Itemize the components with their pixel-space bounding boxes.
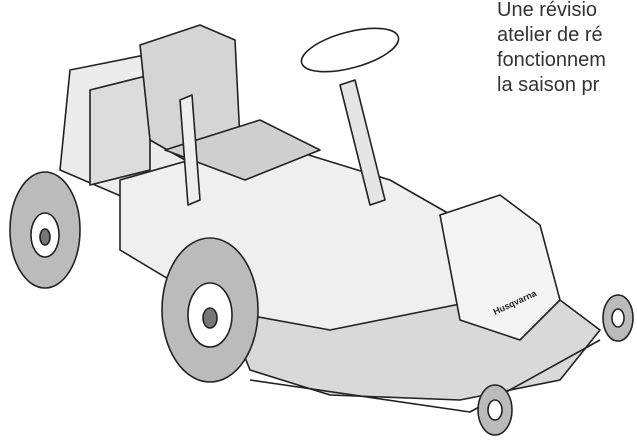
caster-wheel-front <box>477 384 513 436</box>
front-bumper <box>249 339 601 413</box>
front-cowl <box>439 194 561 341</box>
front-wheel <box>161 237 259 383</box>
steering-column <box>339 79 386 206</box>
lever <box>179 94 201 206</box>
steering-wheel <box>300 27 400 73</box>
text-line: Une révisio <box>497 0 598 21</box>
seat-cushion <box>164 119 321 181</box>
body-text: Une révisio atelier de ré fonctionnem la… <box>497 0 606 98</box>
caster-wheel-right <box>602 294 634 342</box>
text-line: atelier de ré <box>497 24 603 46</box>
text-line: fonctionnem <box>497 49 606 71</box>
rear-wheel <box>9 171 81 289</box>
text-line: la saison pr <box>497 74 600 96</box>
